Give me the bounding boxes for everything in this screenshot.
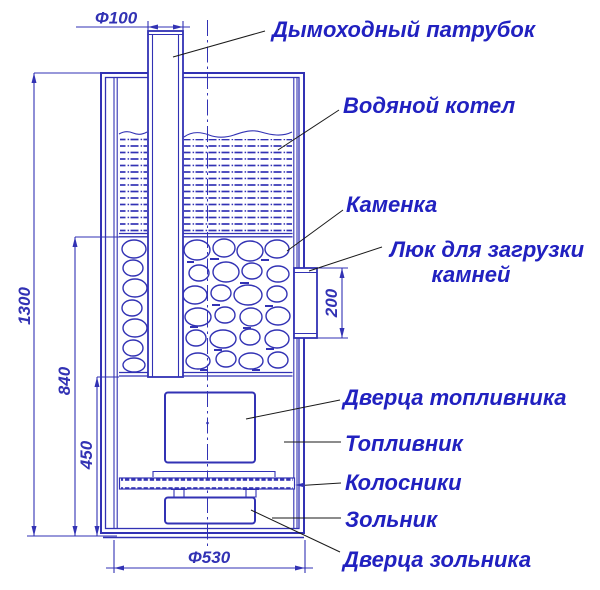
- grate-tabs: [171, 488, 259, 498]
- dim-firebox-level: 450: [77, 376, 119, 536]
- label-ashpan-door: Дверца зольника: [341, 547, 531, 572]
- inner-vessel-walls: [113, 78, 298, 528]
- stones-top-boundary: [119, 232, 293, 238]
- label-hatch-line2: камней: [432, 262, 511, 287]
- grate-leader-arrow: [295, 482, 305, 488]
- water-hatch-left: [120, 136, 147, 233]
- water-hatch-right: [184, 139, 292, 233]
- dim-text-stones-level: 840: [55, 366, 74, 395]
- dim-text-firebox-level: 450: [77, 440, 96, 470]
- label-hatch-line1: Люк для загрузки: [388, 237, 585, 262]
- dim-chimney-diameter: Φ100: [76, 9, 190, 36]
- dim-overall-height: 1300: [15, 72, 117, 537]
- chimney-pipe: [147, 30, 184, 378]
- grate-frame: [152, 470, 276, 477]
- dim-body-diameter: Φ530: [106, 540, 313, 573]
- ash-pan: [164, 496, 256, 525]
- label-ashpan: Зольник: [345, 507, 439, 532]
- stones-fill: [121, 238, 291, 373]
- label-heater: Каменка: [346, 192, 437, 217]
- grate-squares: [121, 478, 293, 489]
- dim-text-hatch-opening: 200: [322, 288, 341, 318]
- stone-loading-hatch: [293, 267, 318, 339]
- center-mark: [206, 421, 209, 425]
- label-boiler: Водяной котел: [343, 93, 516, 118]
- dim-stones-level: 840: [55, 236, 119, 536]
- label-grate: Колосники: [345, 470, 462, 495]
- firebox-door: [164, 391, 256, 464]
- water-surface-right: [183, 130, 293, 138]
- dim-text-chimney-diameter: Φ100: [95, 9, 138, 28]
- label-firebox-door: Дверца топливника: [341, 385, 567, 410]
- stones-bottom-boundary: [119, 371, 293, 377]
- dim-text-overall-height: 1300: [15, 287, 34, 325]
- dim-text-body-diameter: Φ530: [188, 548, 231, 567]
- leader-lines: [172, 30, 383, 553]
- water-surface-left: [118, 131, 148, 135]
- label-chimney: Дымоходный патрубок: [270, 17, 537, 42]
- label-firebox: Топливник: [345, 431, 465, 456]
- dim-hatch-opening: 200: [317, 267, 348, 339]
